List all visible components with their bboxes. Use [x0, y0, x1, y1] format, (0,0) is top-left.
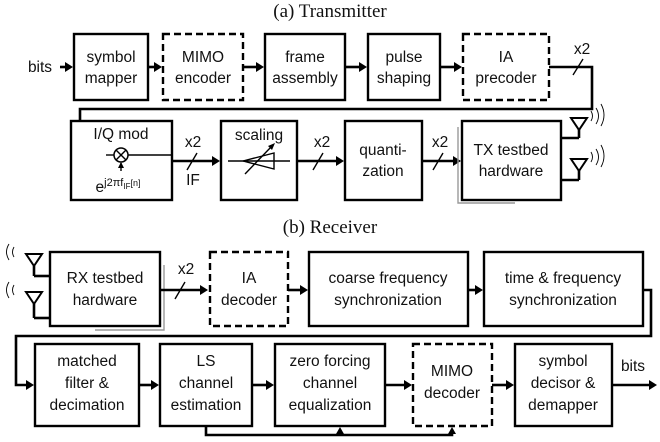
scaling-block: scaling: [219, 119, 299, 202]
svg-text:synchronization: synchronization: [509, 292, 617, 309]
tx-input-bits: bits: [28, 59, 52, 76]
receiver-title: (b) Receiver: [283, 217, 378, 238]
svg-text:zation: zation: [362, 163, 403, 180]
svg-text:demapper: demapper: [528, 397, 598, 414]
coarse-frequency-sync-block: coarse frequency synchronization: [307, 250, 470, 328]
svg-text:channel: channel: [303, 375, 357, 392]
svg-text:LS: LS: [197, 353, 216, 370]
time-frequency-sync-block: time & frequency synchronization: [482, 250, 645, 328]
svg-text:hardware: hardware: [479, 163, 544, 180]
matched-filter-block: matched filter & decimation: [33, 342, 141, 428]
rx-output-bits: bits: [621, 358, 645, 375]
svg-text:RX testbed: RX testbed: [67, 270, 144, 287]
quantization-block: quanti- zation: [343, 119, 424, 202]
svg-text:encoder: encoder: [175, 70, 231, 87]
svg-text:synchronization: synchronization: [334, 292, 442, 309]
tx-precoder-x2-label: x2: [574, 41, 590, 58]
svg-text:symbol: symbol: [86, 49, 135, 66]
symbol-decisor-block: symbol decisor & demapper: [513, 342, 614, 428]
tx-antenna-icon: [561, 103, 605, 182]
svg-text:decisor &: decisor &: [531, 375, 596, 392]
svg-text:MIMO: MIMO: [182, 49, 224, 66]
rx-testbed-x2-label: x2: [178, 261, 194, 278]
svg-text:pulse: pulse: [385, 49, 422, 66]
svg-text:equalization: equalization: [289, 397, 372, 414]
iq-exponential-label: ej2πfIF[n]: [96, 177, 141, 196]
tx-testbed-block: TX testbed hardware: [457, 119, 563, 204]
rx-antenna-icon: [6, 243, 50, 320]
svg-text:quanti-: quanti-: [359, 142, 406, 159]
quantization-x2-label: x2: [432, 134, 448, 151]
mimo-decoder-block: MIMO decoder: [411, 342, 494, 428]
svg-text:decoder: decoder: [424, 385, 480, 402]
svg-text:IA: IA: [242, 270, 257, 287]
svg-text:matched: matched: [57, 353, 116, 370]
zero-forcing-equalization-block: zero forcing channel equalization: [273, 342, 387, 428]
svg-text:MIMO: MIMO: [431, 363, 473, 380]
amplifier-icon: [242, 152, 275, 170]
svg-text:decimation: decimation: [50, 397, 125, 414]
svg-text:precoder: precoder: [475, 70, 536, 87]
svg-text:hardware: hardware: [73, 292, 138, 309]
svg-text:scaling: scaling: [235, 127, 283, 144]
svg-text:time & frequency: time & frequency: [505, 270, 622, 287]
mimo-encoder-block: MIMO encoder: [161, 32, 245, 102]
svg-text:filter &: filter &: [65, 375, 110, 392]
svg-text:shaping: shaping: [377, 70, 431, 87]
svg-text:TX testbed: TX testbed: [474, 142, 549, 159]
rx-testbed-block: RX testbed hardware: [48, 250, 165, 331]
svg-text:coarse frequency: coarse frequency: [329, 270, 448, 287]
pulse-shaping-block: pulse shaping: [366, 32, 442, 102]
ia-precoder-block: IA precoder: [461, 32, 551, 102]
iq-if-label: IF: [186, 172, 200, 189]
svg-text:I/Q mod: I/Q mod: [93, 126, 148, 143]
svg-text:estimation: estimation: [171, 397, 242, 414]
frame-assembly-block: frame assembly: [263, 32, 347, 102]
svg-text:assembly: assembly: [272, 70, 338, 87]
ls-channel-estimation-block: LS channel estimation: [158, 342, 254, 428]
transmitter-title: (a) Transmitter: [273, 1, 387, 22]
scaling-x2-label: x2: [314, 134, 330, 151]
svg-text:mapper: mapper: [85, 70, 138, 87]
svg-text:channel: channel: [179, 375, 233, 392]
svg-text:decoder: decoder: [221, 292, 277, 309]
svg-text:IA: IA: [499, 49, 514, 66]
svg-text:zero forcing: zero forcing: [290, 353, 371, 370]
symbol-mapper-block: symbol mapper: [72, 32, 150, 102]
svg-text:symbol: symbol: [538, 353, 587, 370]
iq-mod-block: I/Q mod ej2πfIF[n]: [69, 119, 174, 202]
ia-decoder-block: IA decoder: [208, 250, 290, 328]
svg-text:frame: frame: [285, 49, 325, 66]
iq-x2-label: x2: [185, 134, 201, 151]
